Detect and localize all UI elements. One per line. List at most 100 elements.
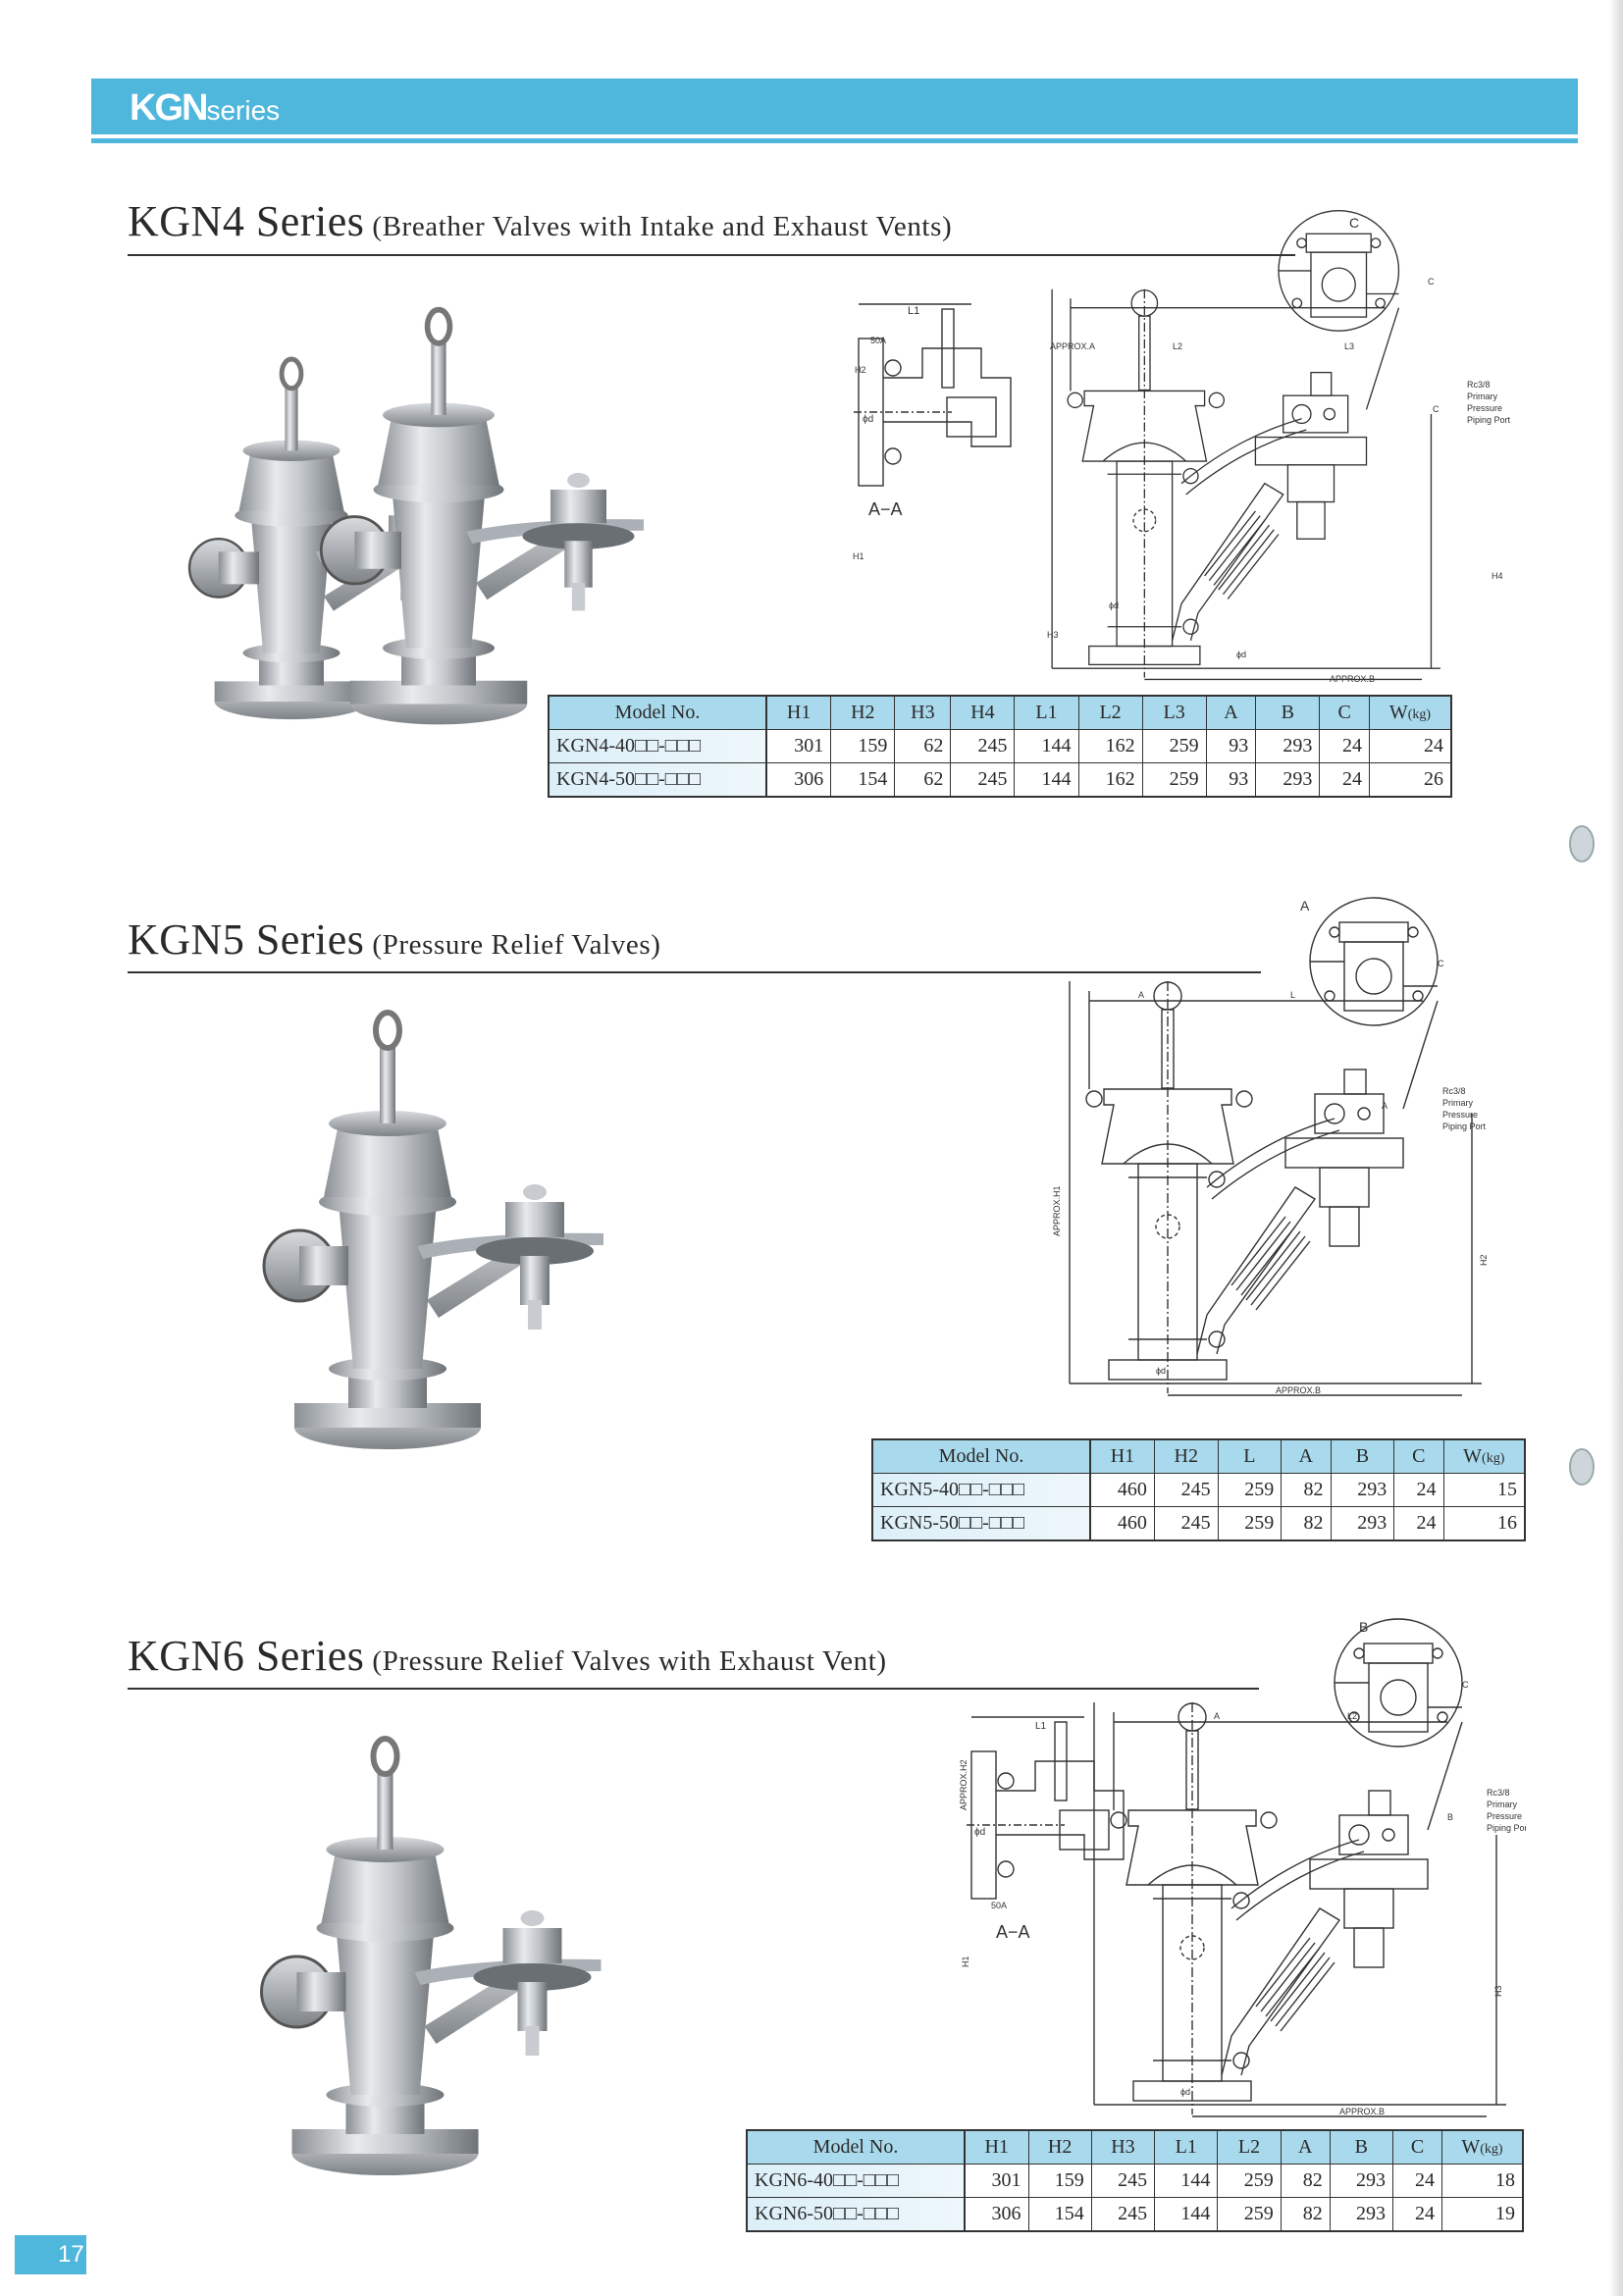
value-cell: 154 bbox=[1027, 2197, 1092, 2232]
value-cell: 62 bbox=[894, 762, 952, 798]
brand-sub: series bbox=[206, 95, 281, 126]
column-header-label: B bbox=[1355, 1445, 1370, 1467]
column-header-label: Model No. bbox=[938, 1445, 1024, 1467]
value-cell: 162 bbox=[1077, 762, 1143, 798]
label-h2: APPROX.H2 bbox=[959, 1759, 969, 1810]
value-cell: 159 bbox=[1027, 2164, 1092, 2198]
column-header: L3 bbox=[1141, 695, 1207, 730]
column-header-label: A bbox=[1298, 1445, 1314, 1467]
model-number-cell: KGN5-40□□-□□□ bbox=[871, 1473, 1091, 1507]
column-header: L1 bbox=[1154, 2129, 1219, 2165]
value-cell: 259 bbox=[1141, 762, 1207, 798]
column-header-label: W bbox=[1388, 702, 1408, 723]
page-number: 17 bbox=[15, 2235, 86, 2274]
column-header: C bbox=[1393, 1438, 1444, 1474]
kgn5-title-rule bbox=[128, 971, 1261, 973]
kgn6-photo-valve bbox=[262, 1739, 602, 2175]
column-header-label: L1 bbox=[1035, 702, 1058, 723]
value-cell: 159 bbox=[830, 729, 896, 763]
label-port-1: Rc3/8 bbox=[1487, 1788, 1510, 1798]
label-size: 50A bbox=[991, 1901, 1007, 1910]
column-header: H2 bbox=[1153, 1438, 1219, 1474]
value-cell: 293 bbox=[1329, 2197, 1393, 2232]
value-cell: 16 bbox=[1442, 1506, 1526, 1541]
label-port-4: Piping Port bbox=[1442, 1122, 1487, 1131]
kgn6-title-main: KGN6 Series bbox=[128, 1632, 365, 1680]
label-port-3: Pressure bbox=[1467, 403, 1502, 413]
kgn4-title-main: KGN4 Series bbox=[128, 197, 365, 245]
column-header-label: H2 bbox=[1174, 1445, 1198, 1467]
label-phid-2: ϕd bbox=[1109, 600, 1119, 610]
brand-main: KGN bbox=[130, 87, 208, 129]
label-phid: ϕd bbox=[974, 1827, 985, 1838]
binder-hole-icon bbox=[1569, 825, 1595, 862]
kgn4-section-view bbox=[854, 303, 1012, 487]
value-cell: 245 bbox=[1090, 2164, 1156, 2198]
value-cell: 144 bbox=[1014, 762, 1079, 798]
model-number-cell: KGN4-50□□-□□□ bbox=[548, 762, 767, 798]
kgn4-title: KGN4 Series(Breather Valves with Intake … bbox=[128, 196, 952, 246]
kgn6-drawing: L1 APPROX.H2 ϕd 50A A−A H1 A L2 B B C Rc… bbox=[959, 1618, 1526, 2117]
column-header: H2 bbox=[1027, 2129, 1092, 2165]
column-header: Model No. bbox=[548, 695, 767, 730]
value-cell: 301 bbox=[964, 2164, 1029, 2198]
column-header-label: H1 bbox=[1110, 1445, 1135, 1467]
label-a: A bbox=[1214, 1711, 1220, 1721]
column-header: A bbox=[1205, 695, 1257, 730]
column-header: C bbox=[1319, 695, 1370, 730]
column-header-label: C bbox=[1337, 702, 1351, 723]
value-cell: 24 bbox=[1393, 1506, 1444, 1541]
column-header-label: W bbox=[1461, 2136, 1481, 2158]
value-cell: 259 bbox=[1217, 1506, 1283, 1541]
column-header: L2 bbox=[1077, 695, 1143, 730]
value-cell: 82 bbox=[1280, 2197, 1331, 2232]
label-phid: ϕd bbox=[1156, 1366, 1166, 1376]
value-cell: 62 bbox=[894, 729, 952, 763]
kgn6-title: KGN6 Series(Pressure Relief Valves with … bbox=[128, 1631, 887, 1681]
label-port-3: Pressure bbox=[1442, 1110, 1478, 1120]
kgn5-main-view bbox=[1069, 897, 1483, 1396]
value-cell: 154 bbox=[830, 762, 896, 798]
label-port-1: Rc3/8 bbox=[1442, 1086, 1466, 1096]
column-header: A bbox=[1281, 1438, 1332, 1474]
value-cell: 19 bbox=[1440, 2197, 1524, 2232]
label-h2: H2 bbox=[1479, 1254, 1489, 1266]
kgn6-title-rule bbox=[128, 1688, 1259, 1690]
kgn6-photo bbox=[226, 1732, 623, 2183]
kgn4-photo-right-valve bbox=[321, 310, 644, 725]
column-header: L1 bbox=[1014, 695, 1079, 730]
value-cell: 245 bbox=[1153, 1473, 1219, 1507]
column-header-label: W bbox=[1463, 1445, 1483, 1467]
value-cell: 162 bbox=[1077, 729, 1143, 763]
value-cell: 18 bbox=[1440, 2164, 1524, 2198]
model-number-cell: KGN4-40□□-□□□ bbox=[548, 729, 767, 763]
label-phid-2: ϕd bbox=[1180, 2087, 1190, 2097]
label-detail-b: B bbox=[1359, 1619, 1368, 1635]
column-header: H1 bbox=[964, 2129, 1029, 2165]
kgn6-subtitle: (Pressure Relief Valves with Exhaust Ven… bbox=[372, 1645, 887, 1677]
label-c-arrow: C bbox=[1433, 404, 1440, 414]
header-band bbox=[91, 78, 1578, 134]
column-header: B bbox=[1329, 2129, 1393, 2165]
value-cell: 82 bbox=[1281, 1473, 1332, 1507]
value-cell: 24 bbox=[1391, 2164, 1442, 2198]
column-header-label: H3 bbox=[1111, 2136, 1135, 2158]
label-a: A bbox=[1138, 990, 1144, 1000]
label-h1: H1 bbox=[853, 551, 864, 561]
column-header: Model No. bbox=[746, 2129, 966, 2165]
kgn5-photo bbox=[231, 1006, 623, 1457]
label-size: 50A bbox=[870, 336, 886, 345]
column-header: C bbox=[1391, 2129, 1442, 2165]
value-cell: 293 bbox=[1329, 2164, 1393, 2198]
value-cell: 93 bbox=[1205, 729, 1257, 763]
label-c-dim: C bbox=[1428, 277, 1435, 287]
label-port-3: Pressure bbox=[1487, 1811, 1522, 1821]
column-header: L bbox=[1217, 1438, 1283, 1474]
column-header: H4 bbox=[950, 695, 1016, 730]
label-phid: ϕd bbox=[863, 414, 873, 425]
label-h1: H1 bbox=[961, 1956, 970, 1967]
